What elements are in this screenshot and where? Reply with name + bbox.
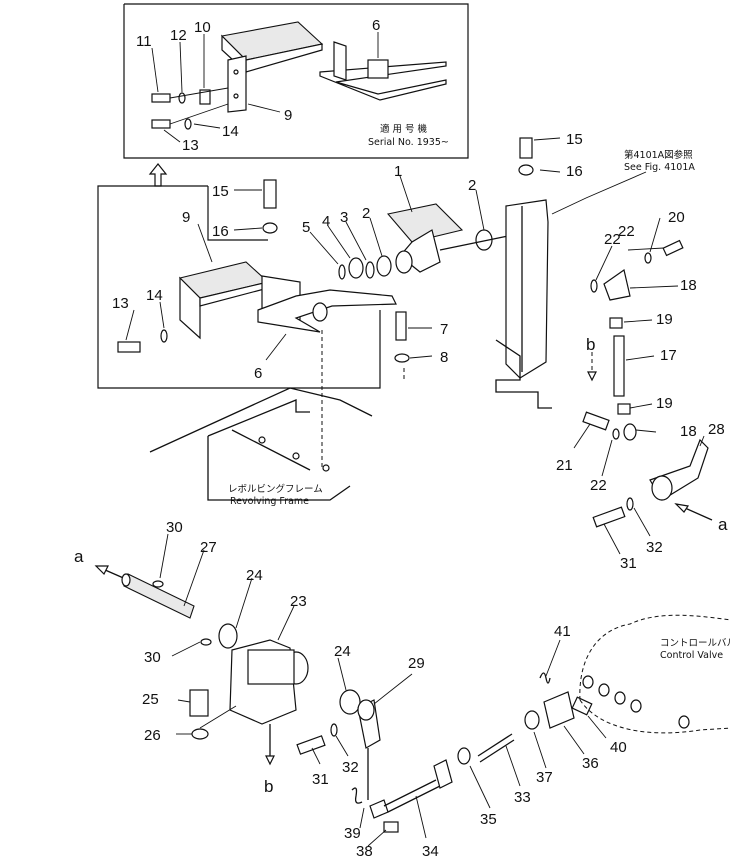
valve-label-jp: コントロールバルブ [660, 637, 731, 649]
callout-20: 20 [668, 209, 685, 226]
callout-41: 41 [554, 623, 571, 640]
callout-14-inset: 14 [222, 123, 239, 140]
callout-5: 5 [302, 219, 310, 236]
callout-4: 4 [322, 213, 330, 230]
callout-16: 16 [212, 223, 229, 240]
pedal-shaft-parts [309, 175, 509, 280]
valve-label-en: Control Valve [660, 650, 723, 661]
callout-30: 30 [166, 519, 183, 536]
lever-28 [592, 435, 713, 555]
serial-label-en: Serial No. 1935~ [368, 137, 449, 148]
callout-9-inset: 9 [284, 107, 292, 124]
ref-a-right: a [718, 515, 728, 534]
serial-label-jp: 適 用 号 機 [380, 123, 428, 135]
ref-b-upper: b [586, 335, 595, 354]
callout-15: 15 [212, 183, 229, 200]
callout-30b: 30 [144, 649, 161, 666]
linkage-assembly [296, 639, 607, 847]
callout-39: 39 [344, 825, 361, 842]
callout-15b: 15 [566, 131, 583, 148]
callout-33: 33 [514, 789, 531, 806]
callout-22b: 22 [618, 223, 635, 240]
callout-12: 12 [170, 27, 187, 44]
callout-11: 11 [136, 33, 152, 50]
callout-2b: 2 [468, 177, 476, 194]
callout-38: 38 [356, 843, 373, 858]
callout-36: 36 [582, 755, 599, 772]
callout-13: 13 [112, 295, 129, 312]
callout-34: 34 [422, 843, 439, 858]
callout-27: 27 [200, 539, 217, 556]
frame-label-en: Revolving Frame [230, 496, 309, 507]
up-arrow-icon [148, 163, 168, 187]
callout-10: 10 [194, 19, 211, 36]
callout-9: 9 [182, 209, 190, 226]
callout-31: 31 [620, 555, 637, 572]
callout-32b: 32 [342, 759, 359, 776]
rod-assembly [573, 217, 684, 477]
callout-24: 24 [246, 567, 263, 584]
callout-29: 29 [408, 655, 425, 672]
callout-14: 14 [146, 287, 163, 304]
callout-6-inset: 6 [372, 17, 380, 34]
callout-21: 21 [556, 457, 573, 474]
callout-22c: 22 [590, 477, 607, 494]
callout-28: 28 [708, 421, 725, 438]
callout-7: 7 [440, 321, 448, 338]
callout-13-inset: 13 [182, 137, 199, 154]
callout-24b: 24 [334, 643, 351, 660]
callout-25: 25 [142, 691, 159, 708]
pedal-assembly [97, 179, 433, 389]
callout-22: 22 [604, 231, 621, 248]
callout-19b: 19 [656, 395, 673, 412]
callout-19: 19 [656, 311, 673, 328]
callout-8: 8 [440, 349, 448, 366]
frame-label-jp: レボルビングフレーム [228, 483, 323, 495]
callout-18: 18 [680, 277, 697, 294]
ref-b-lower: b [264, 777, 273, 796]
bracket-stand [495, 137, 647, 409]
callout-17: 17 [660, 347, 677, 364]
callout-37: 37 [536, 769, 553, 786]
callout-18b: 18 [680, 423, 697, 440]
callout-40: 40 [610, 739, 627, 756]
serial-inset [123, 3, 469, 159]
control-valve [579, 614, 731, 734]
see-fig-label-en: See Fig. 4101A [624, 162, 695, 173]
callout-16b: 16 [566, 163, 583, 180]
callout-26: 26 [144, 727, 161, 744]
callout-32: 32 [646, 539, 663, 556]
callout-1: 1 [394, 163, 402, 180]
callout-31b: 31 [312, 771, 329, 788]
callout-23: 23 [290, 593, 307, 610]
shaft-assembly [94, 533, 361, 766]
callout-35: 35 [480, 811, 497, 828]
callout-6: 6 [254, 365, 262, 382]
callout-2: 2 [362, 205, 370, 222]
ref-a-left: a [74, 547, 84, 566]
revolving-frame [149, 330, 405, 501]
callout-3: 3 [340, 209, 348, 226]
see-fig-label-jp: 第4101A図参照 [624, 149, 693, 161]
